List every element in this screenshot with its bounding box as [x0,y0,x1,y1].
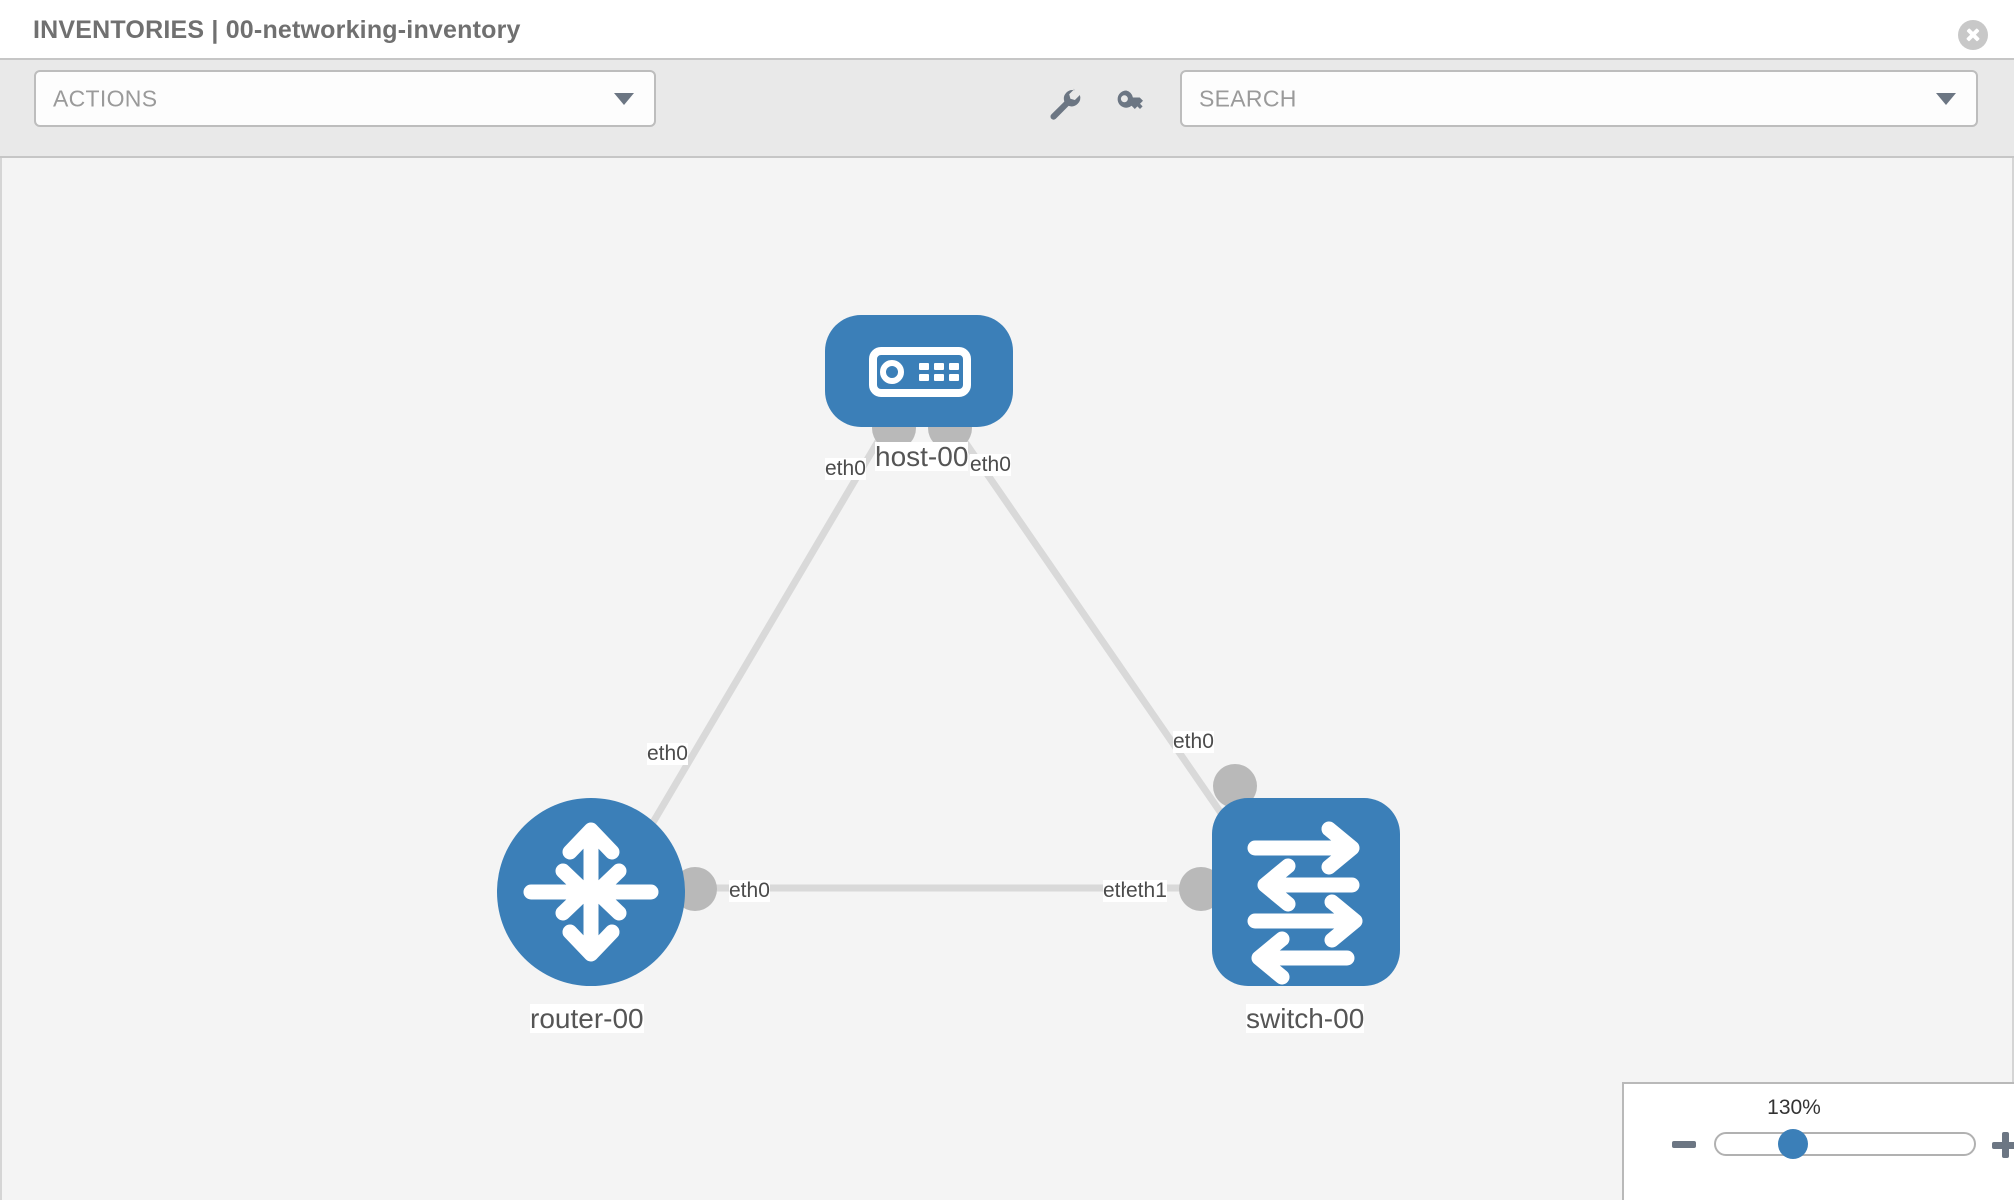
chevron-down-icon [1936,92,1956,105]
plus-icon[interactable] [1992,1132,2014,1158]
toolbar: ACTIONS SEARCH [0,58,2014,158]
link-label-switch-left-eth-under: eth [1103,879,1133,903]
link-label-router-up-eth: eth0 [647,742,688,766]
topology-graph [497,315,1400,986]
close-icon[interactable] [1958,20,1988,50]
minus-icon[interactable] [1672,1141,1696,1148]
search-input[interactable]: SEARCH [1180,70,1978,127]
endpoint-switch-top [1213,764,1257,808]
node-switch-00 [1212,798,1400,986]
zoom-control-panel: 130% [1622,1082,2014,1200]
node-label-host-00: host-00 [875,441,969,472]
chevron-down-icon [614,92,634,105]
page-title: INVENTORIES | 00-networking-inventory [33,16,521,44]
link-host-router [628,424,891,860]
node-label-switch-00: switch-00 [1246,1003,1365,1034]
actions-dropdown[interactable]: ACTIONS [34,70,656,127]
router-arrows-icon [523,822,659,962]
wrench-icon[interactable] [1044,84,1084,124]
link-label-switch-left-eth: eth1 [1126,879,1167,903]
topology-links [628,424,1255,892]
link-label-host-right-eth: eth0 [970,453,1011,477]
zoom-slider-track[interactable] [1714,1132,1976,1156]
link-host-switch [951,424,1255,860]
topology-canvas[interactable]: host-00 router-00 switch-00 eth0 eth0 et… [0,158,2014,1200]
switch-arrows-icon [1247,821,1363,985]
node-label-router-00: router-00 [530,1003,644,1034]
link-endpoints [673,406,1257,911]
link-label-host-left-eth: eth0 [825,457,866,481]
node-host-00 [825,315,1013,427]
search-placeholder: SEARCH [1199,85,1297,111]
zoom-slider-thumb[interactable] [1778,1129,1808,1159]
link-label-router-right-eth: eth0 [729,879,770,903]
key-icon[interactable] [1111,84,1151,124]
zoom-level-label: 130% [1767,1096,1821,1119]
link-label-switch-up-eth: eth0 [1173,730,1214,754]
server-icon [869,347,971,397]
node-router-00 [497,798,685,986]
actions-dropdown-value: ACTIONS [53,85,158,111]
